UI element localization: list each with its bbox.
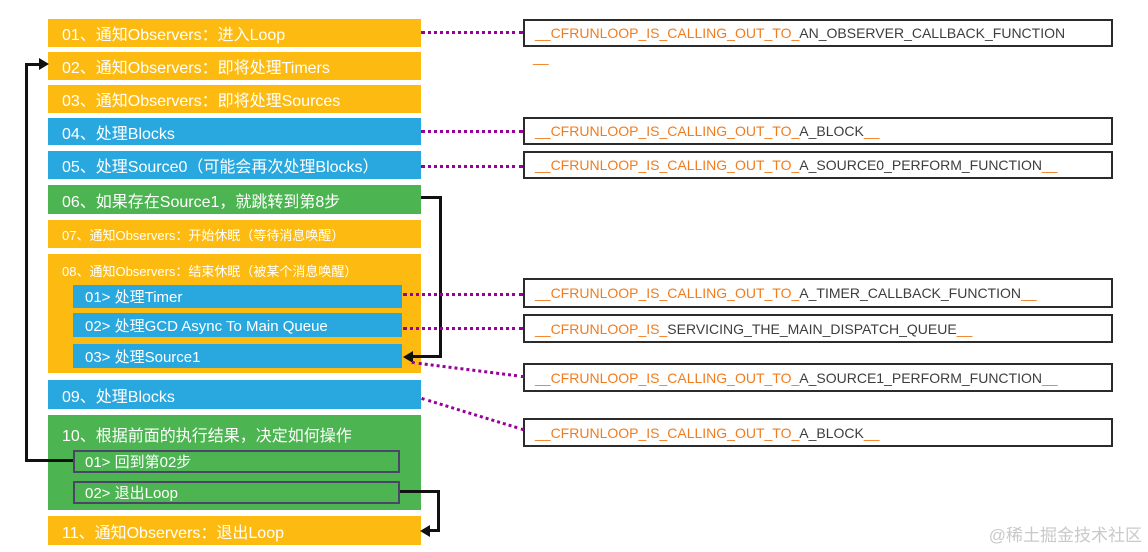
callback-prefix: __CFRUNLOOP_IS_: [535, 320, 668, 337]
callback-prefix: __CFRUNLOOP_IS_CALLING_OUT_TO_: [535, 123, 800, 139]
step-06-goto-step8: 06、如果存在Source1，就跳转到第8步: [48, 185, 421, 214]
dotted-connector-step05-source0: [421, 165, 523, 168]
goto-step8-arrowhead-icon: [403, 351, 413, 363]
callback-prefix: __CFRUNLOOP_IS_CALLING_OUT_TO_: [535, 424, 800, 441]
callback-box-source1: __CFRUNLOOP_IS_CALLING_OUT_TO_A_SOURCE1_…: [523, 363, 1113, 392]
exit-loop-arrow-vertical: [437, 490, 440, 531]
callback-box-block-2: __CFRUNLOOP_IS_CALLING_OUT_TO_A_BLOCK__: [523, 418, 1113, 447]
dotted-connector-source1-perform: [411, 361, 525, 379]
step-08-after-waiting: 08、通知Observers：结束休眠（被某个消息唤醒） 01> 处理Timer…: [48, 254, 421, 373]
substep-handle-timer: 01> 处理Timer: [73, 285, 402, 308]
callback-name: A_BLOCK: [799, 424, 864, 441]
step-02-before-timers: 02、通知Observers：即将处理Timers: [48, 52, 421, 80]
dotted-connector-gcd-main-queue: [403, 327, 523, 330]
dotted-connector-timer-callback: [403, 293, 523, 296]
step-03-before-sources: 03、通知Observers：即将处理Sources: [48, 85, 421, 113]
callback-name: A_BLOCK: [799, 123, 864, 139]
callback-prefix: __CFRUNLOOP_IS_CALLING_OUT_TO_: [535, 369, 800, 386]
step-10-decision: 10、根据前面的执行结果，决定如何操作 01> 回到第02步 02> 退出Loo…: [48, 415, 421, 510]
substep-handle-gcd-main-queue: 02> 处理GCD Async To Main Queue: [73, 313, 402, 337]
callback-name: A_SOURCE1_PERFORM_FUNCTION: [799, 369, 1042, 386]
callback-box-observer: __CFRUNLOOP_IS_CALLING_OUT_TO_AN_OBSERVE…: [523, 19, 1113, 47]
loop-back-arrow-vertical: [25, 63, 28, 462]
callback-prefix: __CFRUNLOOP_IS_CALLING_OUT_TO_: [535, 285, 800, 301]
callback-box-timer: __CFRUNLOOP_IS_CALLING_OUT_TO_A_TIMER_CA…: [523, 278, 1113, 308]
loop-back-arrowhead-icon: [39, 58, 49, 70]
callback-prefix: __CFRUNLOOP_IS_CALLING_OUT_TO_: [535, 157, 800, 173]
callback-name: A_SOURCE0_PERFORM_FUNCTION: [799, 157, 1042, 173]
substep-back-to-step02: 01> 回到第02步: [73, 450, 400, 473]
callback-suffix: __: [1041, 157, 1058, 173]
callback-box-main-dispatch-queue: __CFRUNLOOP_IS_SERVICING_THE_MAIN_DISPAT…: [523, 314, 1113, 343]
exit-loop-arrow-horizontal-1: [400, 490, 440, 493]
step-10-label: 10、根据前面的执行结果，决定如何操作: [62, 428, 352, 445]
callback-name: SERVICING_THE_MAIN_DISPATCH_QUEUE: [667, 320, 957, 337]
substep-exit-loop: 02> 退出Loop: [73, 481, 400, 504]
step-04-handle-blocks: 04、处理Blocks: [48, 118, 421, 145]
callback-suffix: __: [863, 123, 880, 139]
callback-suffix: __: [956, 320, 973, 337]
loop-back-arrow-bottom-horizontal: [25, 459, 73, 462]
watermark: @稀土掘金技术社区: [988, 526, 1142, 545]
substep-handle-source1: 03> 处理Source1: [73, 344, 402, 368]
callback-suffix: __: [1041, 369, 1058, 386]
exit-loop-arrowhead-icon: [420, 525, 430, 537]
step-05-handle-source0: 05、处理Source0（可能会再次处理Blocks）: [48, 151, 421, 179]
step-09-handle-blocks: 09、处理Blocks: [48, 380, 421, 409]
callback-prefix: __CFRUNLOOP_IS_CALLING_OUT_TO_: [535, 25, 800, 41]
step-01-enter-loop: 01、通知Observers：进入Loop: [48, 19, 421, 47]
step-11-exit-loop: 11、通知Observers：退出Loop: [48, 516, 421, 545]
callback-name: AN_OBSERVER_CALLBACK_FUNCTION: [799, 25, 1066, 41]
dotted-connector-step01-observer: [421, 31, 523, 34]
goto-step8-arrow-horizontal-2: [412, 355, 442, 358]
callback-box-source0: __CFRUNLOOP_IS_CALLING_OUT_TO_A_SOURCE0_…: [523, 151, 1113, 179]
step-07-before-waiting: 07、通知Observers：开始休眠（等待消息唤醒）: [48, 220, 421, 248]
callback-name: A_TIMER_CALLBACK_FUNCTION: [799, 285, 1021, 301]
callback-suffix: __: [863, 424, 880, 441]
loop-back-arrow-top-horizontal: [25, 63, 40, 66]
callback-box-block-1: __CFRUNLOOP_IS_CALLING_OUT_TO_A_BLOCK__: [523, 117, 1113, 145]
callback-observer-wrapped-underscore: __: [533, 49, 549, 65]
dotted-connector-step09-block: [421, 397, 525, 432]
exit-loop-arrow-horizontal-2: [430, 529, 440, 532]
step-08-label: 08、通知Observers：结束休眠（被某个消息唤醒）: [62, 264, 358, 279]
goto-step8-arrow-vertical: [439, 196, 442, 358]
dotted-connector-step04-block: [421, 130, 523, 133]
callback-suffix: __: [1021, 285, 1037, 301]
goto-step8-arrow-horizontal-1: [421, 196, 442, 199]
